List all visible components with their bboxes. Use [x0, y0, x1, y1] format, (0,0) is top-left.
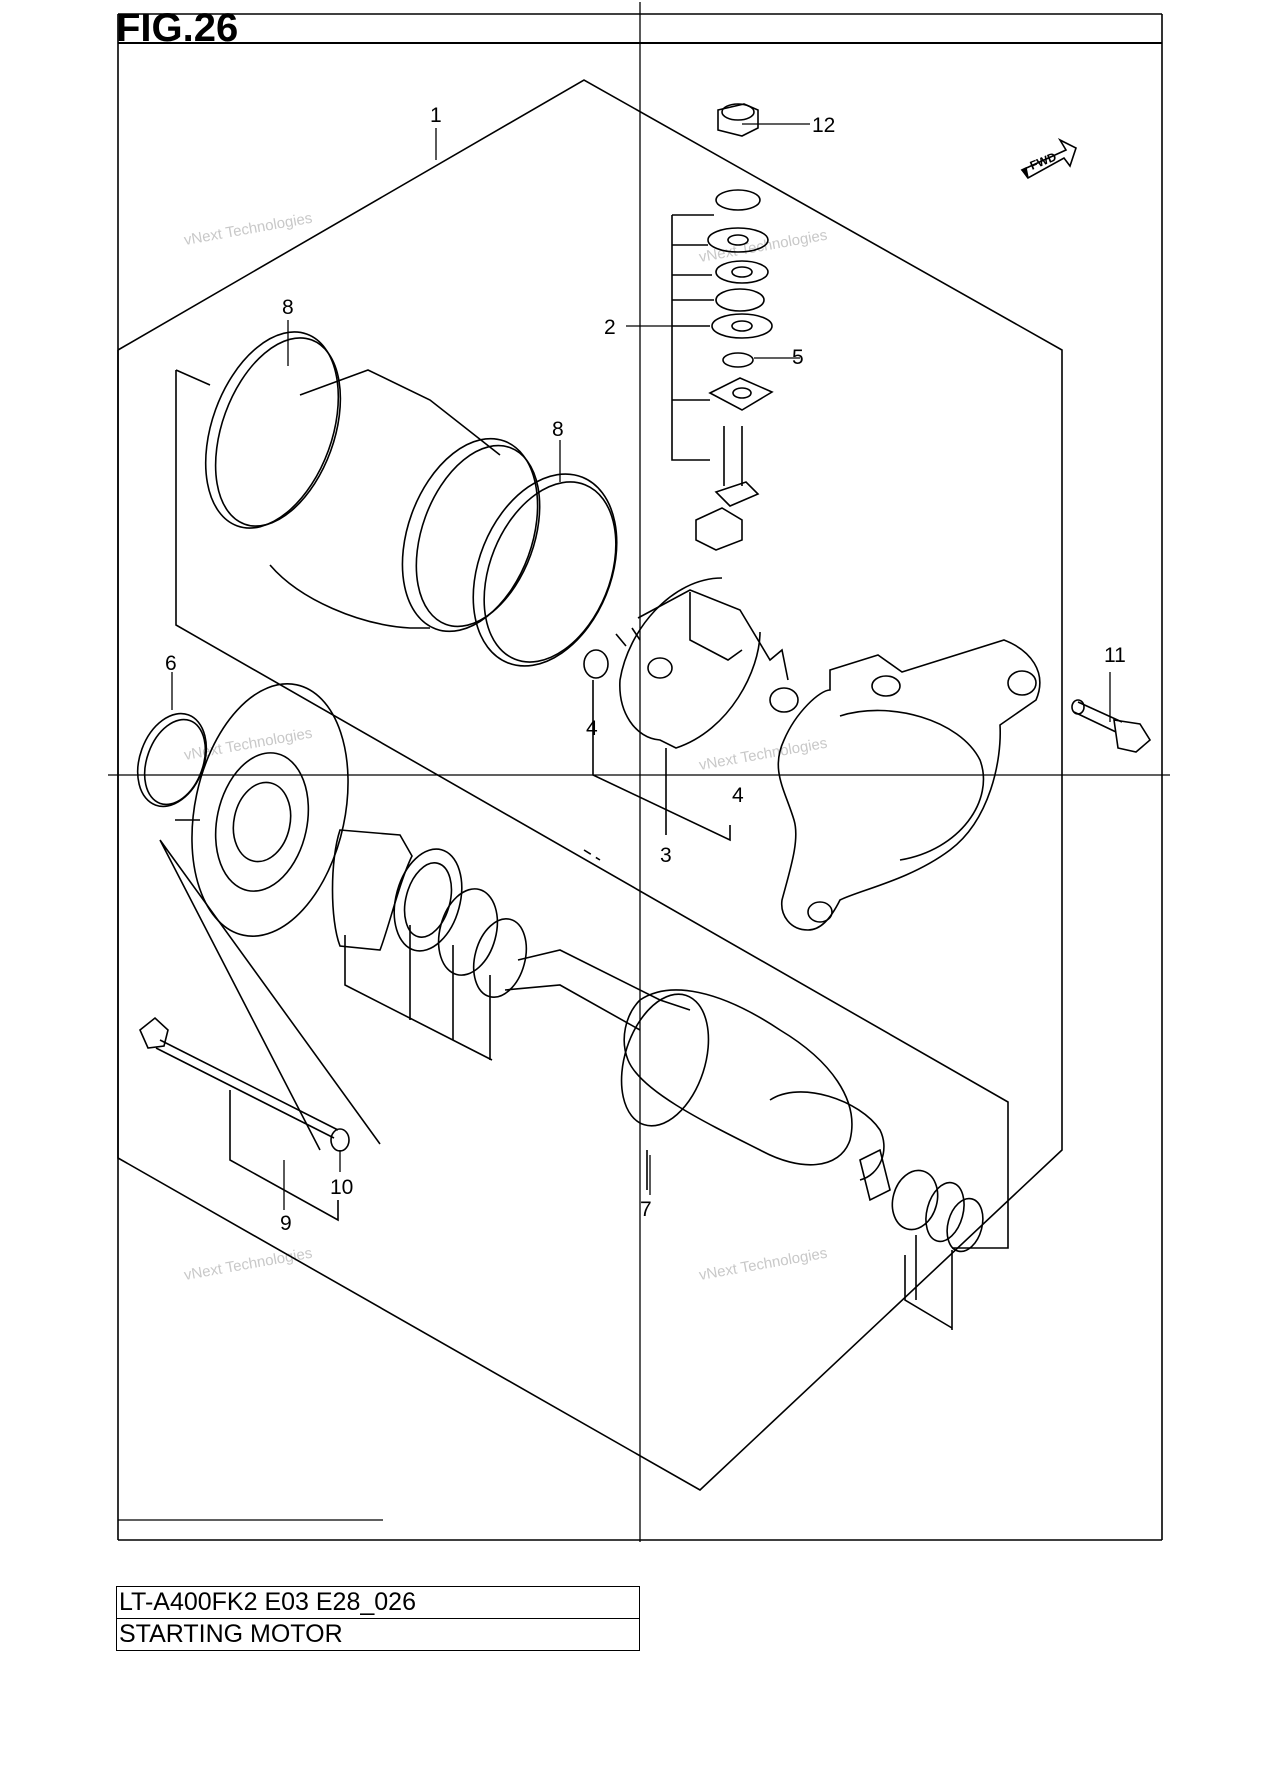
watermark-text: vNext Technologies — [183, 725, 314, 764]
brush-holder — [583, 577, 799, 842]
callout-8b: 8 — [552, 418, 564, 441]
yoke-housing — [204, 331, 618, 667]
callout-6: 6 — [165, 652, 177, 675]
callout-12: 12 — [812, 114, 835, 137]
callout-9: 9 — [280, 1212, 292, 1235]
fwd-arrow-icon: FWD — [1020, 138, 1077, 180]
washer-set-front — [331, 829, 528, 1061]
callout-2: 2 — [604, 316, 616, 339]
info-row-model: LT-A400FK2 E03 E28_026 — [116, 1586, 640, 1619]
bolt-11 — [1071, 699, 1152, 753]
model-code: LT-A400FK2 E03 E28_026 — [116, 1586, 640, 1619]
callout-8a: 8 — [282, 296, 294, 319]
watermark-text: vNext Technologies — [183, 210, 314, 249]
callout-5: 5 — [792, 346, 804, 369]
callout-11: 11 — [1104, 644, 1126, 667]
watermark-group: vNext Technologies vNext Technologies vN… — [183, 210, 829, 1284]
callout-1: 1 — [430, 104, 442, 127]
terminal-stack — [671, 103, 774, 551]
callout-10: 10 — [330, 1176, 353, 1199]
section-name: STARTING MOTOR — [116, 1618, 640, 1651]
callout-4a: 4 — [586, 717, 598, 740]
callout-7: 7 — [640, 1198, 652, 1221]
through-bolt — [139, 1016, 350, 1222]
end-cover — [777, 639, 1041, 931]
assembly-outline — [117, 79, 1063, 1491]
watermark-text: vNext Technologies — [698, 1245, 829, 1284]
leader-lines — [171, 123, 1111, 1210]
watermark-text: vNext Technologies — [183, 1245, 314, 1284]
drive-end-cover — [136, 683, 381, 1151]
callouts: 1 2 3 4 4 5 6 7 8 8 9 10 11 12 — [165, 104, 1126, 1235]
callout-3: 3 — [660, 844, 672, 867]
watermark-text: vNext Technologies — [698, 735, 829, 774]
armature — [504, 949, 984, 1330]
info-table: LT-A400FK2 E03 E28_026 STARTING MOTOR — [116, 1586, 640, 1651]
callout-4b: 4 — [732, 784, 744, 807]
info-row-section: STARTING MOTOR — [116, 1618, 640, 1651]
